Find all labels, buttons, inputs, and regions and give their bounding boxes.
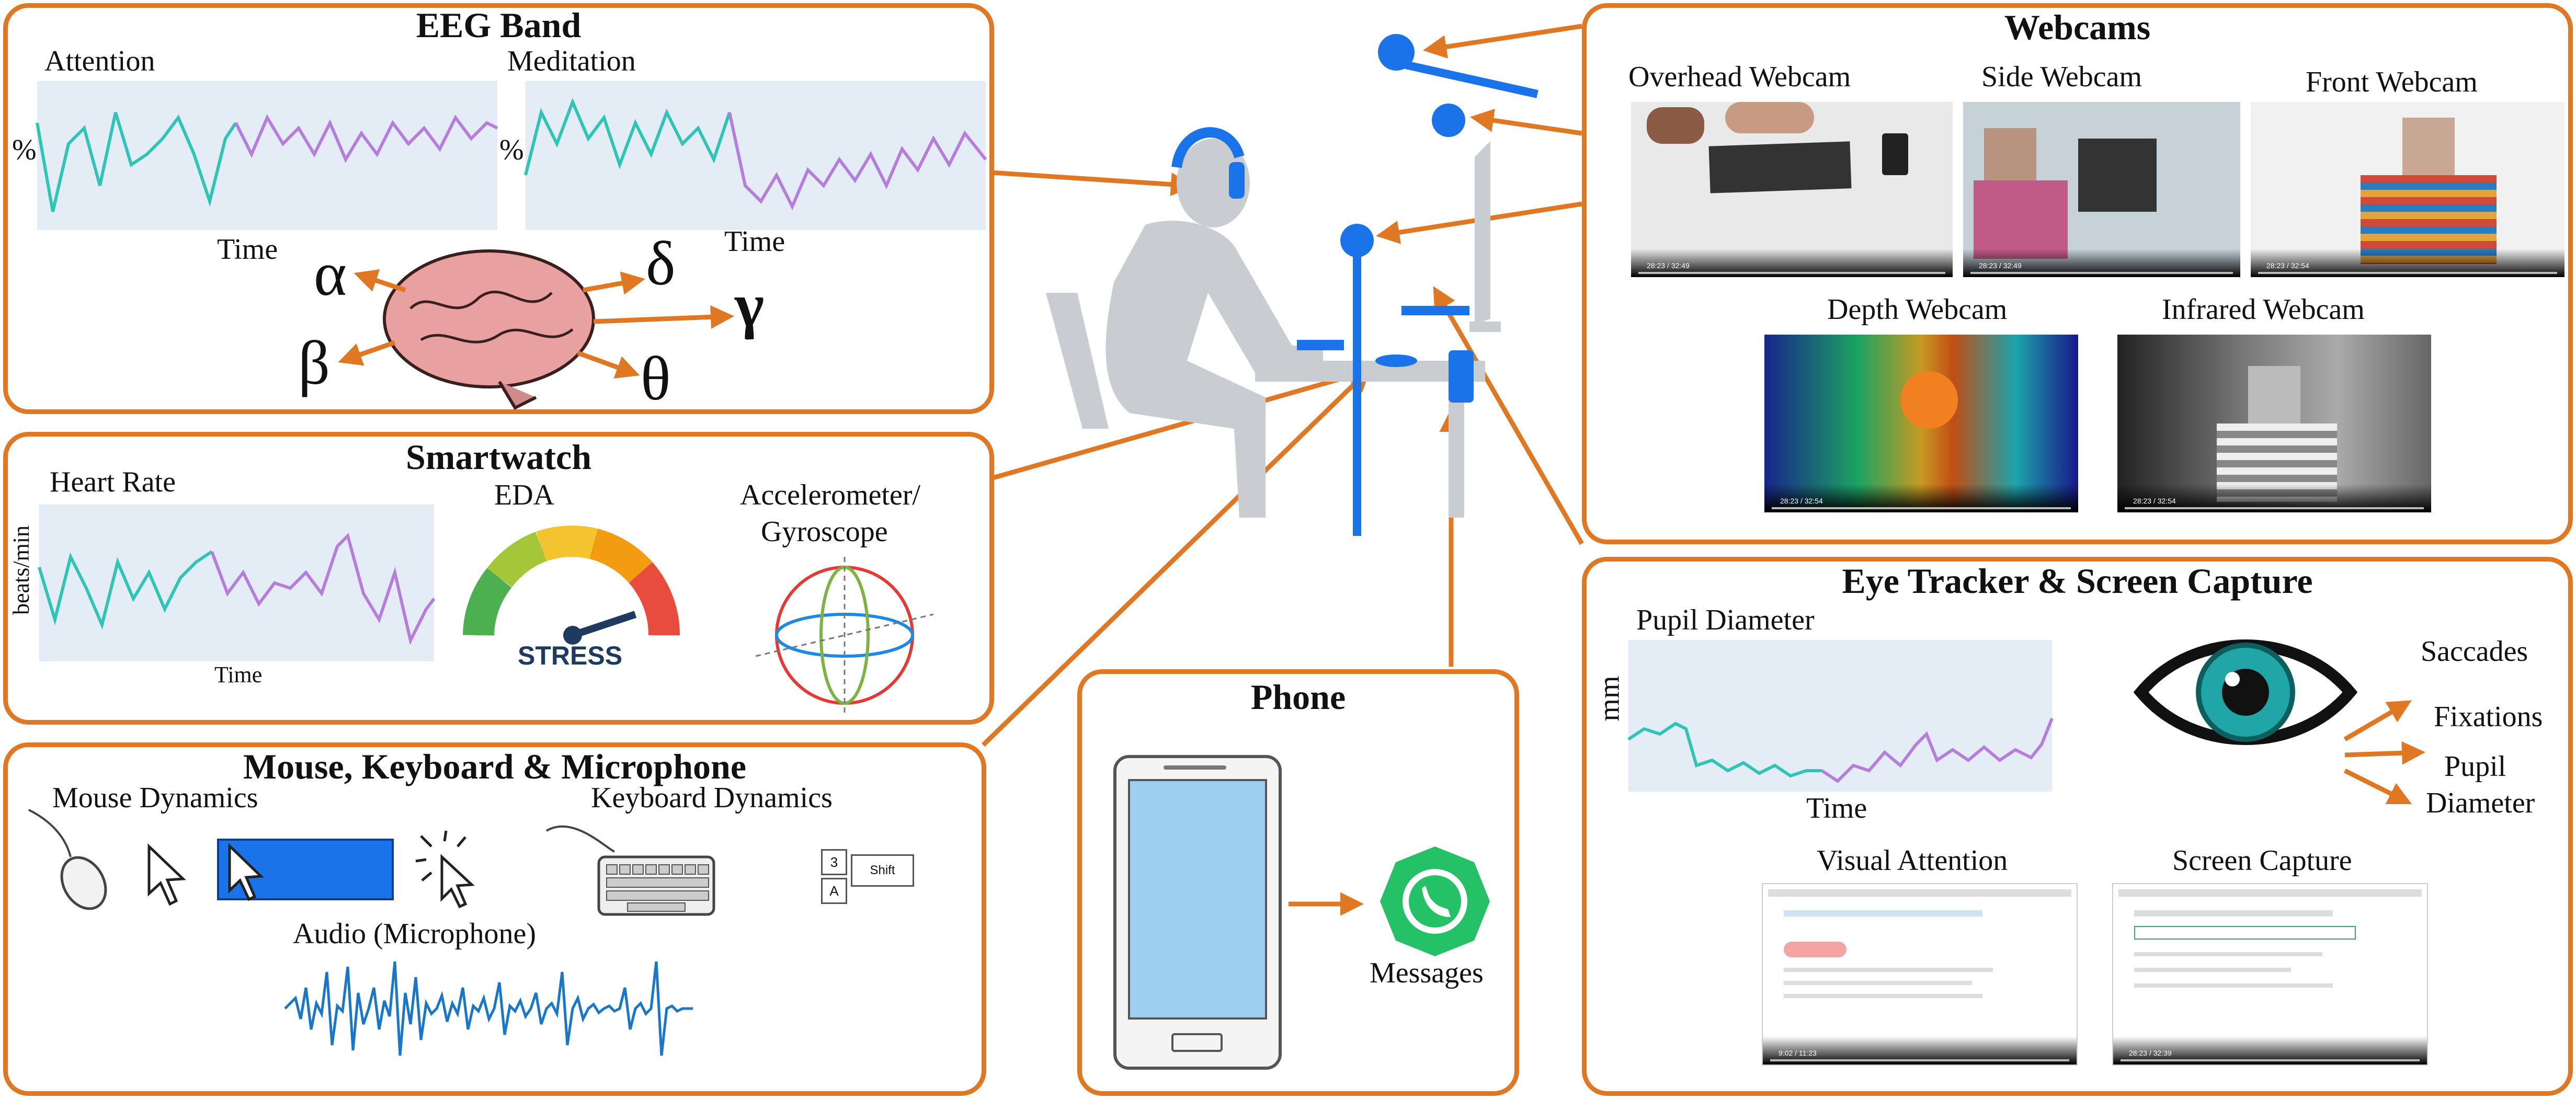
key-shift: Shift xyxy=(851,854,914,887)
y-unit-label: beats/min xyxy=(8,525,35,615)
screen-capture-video[interactable]: 28:23 / 32:39 xyxy=(2112,883,2428,1066)
front-webcam-icon xyxy=(1432,104,1465,137)
x-axis-label: Time xyxy=(217,233,278,266)
overhead-webcam-video[interactable]: 28:23 / 32:49 xyxy=(1631,102,1953,277)
arrow-eyetracker xyxy=(1433,286,1584,545)
infrared-webcam-label: Infrared Webcam xyxy=(2162,293,2365,326)
depth-webcam-label: Depth Webcam xyxy=(1827,293,2008,326)
band-arrows xyxy=(338,269,734,379)
saccades-label: Saccades xyxy=(2421,635,2528,668)
input-devices-panel: Mouse, Keyboard & Microphone Mouse Dynam… xyxy=(3,742,986,1096)
side-webcam-video[interactable]: 28:23 / 32:49 xyxy=(1963,102,2240,277)
messages-label: Messages xyxy=(1370,957,1484,989)
panel-title: Eye Tracker & Screen Capture xyxy=(1842,561,2313,601)
meditation-plot xyxy=(524,81,987,230)
keyboard-dynamics-label: Keyboard Dynamics xyxy=(591,782,833,814)
key-3: 3 xyxy=(821,849,847,875)
panel-title: Phone xyxy=(1250,677,1346,717)
audio-label: Audio (Microphone) xyxy=(293,918,537,950)
selection-box xyxy=(217,839,394,901)
y-unit-label: mm xyxy=(1593,676,1626,722)
webcams-panel: Webcams Overhead Webcam Side Webcam Fron… xyxy=(1582,3,2573,544)
diameter-label: Diameter xyxy=(2426,787,2535,819)
pupil-diameter-label: Pupil Diameter xyxy=(1636,604,1815,636)
eeg-headset-icon xyxy=(1171,127,1245,168)
y-unit-label: % xyxy=(12,134,37,166)
eeg-band-panel: EEG Band Attention Meditation % % Time T… xyxy=(3,3,994,414)
eye-icon xyxy=(2133,639,2358,745)
attention-label: Attention xyxy=(44,45,155,77)
mouse-icon xyxy=(1375,354,1417,367)
arrow-input xyxy=(981,368,1371,747)
alpha-label: α xyxy=(314,239,347,308)
imu-label-line1: Accelerometer/ xyxy=(740,479,921,511)
heart-rate-label: Heart Rate xyxy=(50,466,176,498)
brain-icon xyxy=(383,249,595,410)
video-time: 28:23 / 32:54 xyxy=(2266,261,2309,270)
video-time: 9:02 / 11:23 xyxy=(1779,1049,1817,1057)
mouse-icon xyxy=(28,809,107,910)
delta-label: δ xyxy=(646,228,676,298)
depth-webcam-video[interactable]: 28:23 / 32:54 xyxy=(1764,335,2078,512)
whatsapp-icon xyxy=(1380,846,1490,956)
click-cursor-icon xyxy=(415,830,475,909)
smartphone-icon xyxy=(1113,755,1282,1070)
side-webcam-label: Side Webcam xyxy=(1981,61,2142,93)
front-webcam-label: Front Webcam xyxy=(2306,66,2478,98)
visual-attention-video[interactable]: 9:02 / 11:23 xyxy=(1762,883,2078,1066)
screen-capture-label: Screen Capture xyxy=(2172,844,2352,877)
heart-rate-plot xyxy=(38,505,436,661)
keyboard-icon xyxy=(545,825,715,916)
gyroscope-icon xyxy=(755,557,934,714)
panel-title: Webcams xyxy=(2004,7,2151,47)
arrow-smartwatch xyxy=(990,365,1372,481)
y-unit-label: % xyxy=(499,134,524,166)
meditation-label: Meditation xyxy=(507,45,636,77)
panel-title: Smartwatch xyxy=(405,437,592,477)
arrow-eeg xyxy=(990,170,1194,197)
key-a: A xyxy=(821,878,847,904)
smartwatch-panel: Smartwatch Heart Rate beats/min Time EDA… xyxy=(3,432,994,725)
stress-gauge-icon xyxy=(463,525,680,645)
x-axis-label: Time xyxy=(724,225,785,258)
arrow-webcam-mid xyxy=(1470,108,1582,136)
arrow-webcam-top xyxy=(1423,24,1582,59)
fixations-label: Fixations xyxy=(2434,701,2543,733)
gamma-label: γ xyxy=(735,270,765,340)
attention-plot xyxy=(36,81,498,230)
overhead-webcam-label: Overhead Webcam xyxy=(1628,61,1851,93)
pupil-label: Pupil xyxy=(2444,750,2506,783)
eye-tracker-icon xyxy=(1401,306,1469,315)
video-time: 28:23 / 32:49 xyxy=(1647,261,1690,270)
eye-tracker-panel: Eye Tracker & Screen Capture Pupil Diame… xyxy=(1582,557,2573,1096)
phone-icon xyxy=(1449,350,1474,403)
arrow-to-messages xyxy=(1289,892,1364,916)
phone-panel: Phone Messages xyxy=(1077,669,1519,1096)
eye-output-arrows xyxy=(2343,700,2425,805)
mouse-dynamics-label: Mouse Dynamics xyxy=(52,782,258,814)
video-time: 28:23 / 32:54 xyxy=(2133,497,2176,505)
side-webcam-icon xyxy=(1340,224,1374,257)
video-time: 28:23 / 32:39 xyxy=(2129,1049,2172,1057)
video-time: 28:23 / 32:49 xyxy=(1979,261,2022,270)
workstation-illustration xyxy=(1046,34,1538,536)
infrared-webcam-video[interactable]: 28:23 / 32:54 xyxy=(2117,335,2431,512)
x-axis-label: Time xyxy=(1806,792,1867,825)
video-time: 28:23 / 32:54 xyxy=(1780,497,1823,505)
imu-label-line2: Gyroscope xyxy=(761,516,888,548)
panel-title: Mouse, Keyboard & Microphone xyxy=(243,747,747,786)
pupil-diameter-plot xyxy=(1627,640,2054,792)
visual-attention-label: Visual Attention xyxy=(1817,844,2008,877)
x-axis-label: Time xyxy=(214,662,263,688)
beta-label: β xyxy=(298,328,330,397)
panel-title: EEG Band xyxy=(416,5,582,45)
audio-waveform xyxy=(284,961,693,1056)
gauge-text: STRESS xyxy=(518,641,623,670)
front-webcam-video[interactable]: 28:23 / 32:54 xyxy=(2251,102,2564,277)
eda-label: EDA xyxy=(494,479,555,511)
cursor-icon xyxy=(147,843,186,906)
theta-label: θ xyxy=(641,344,671,413)
